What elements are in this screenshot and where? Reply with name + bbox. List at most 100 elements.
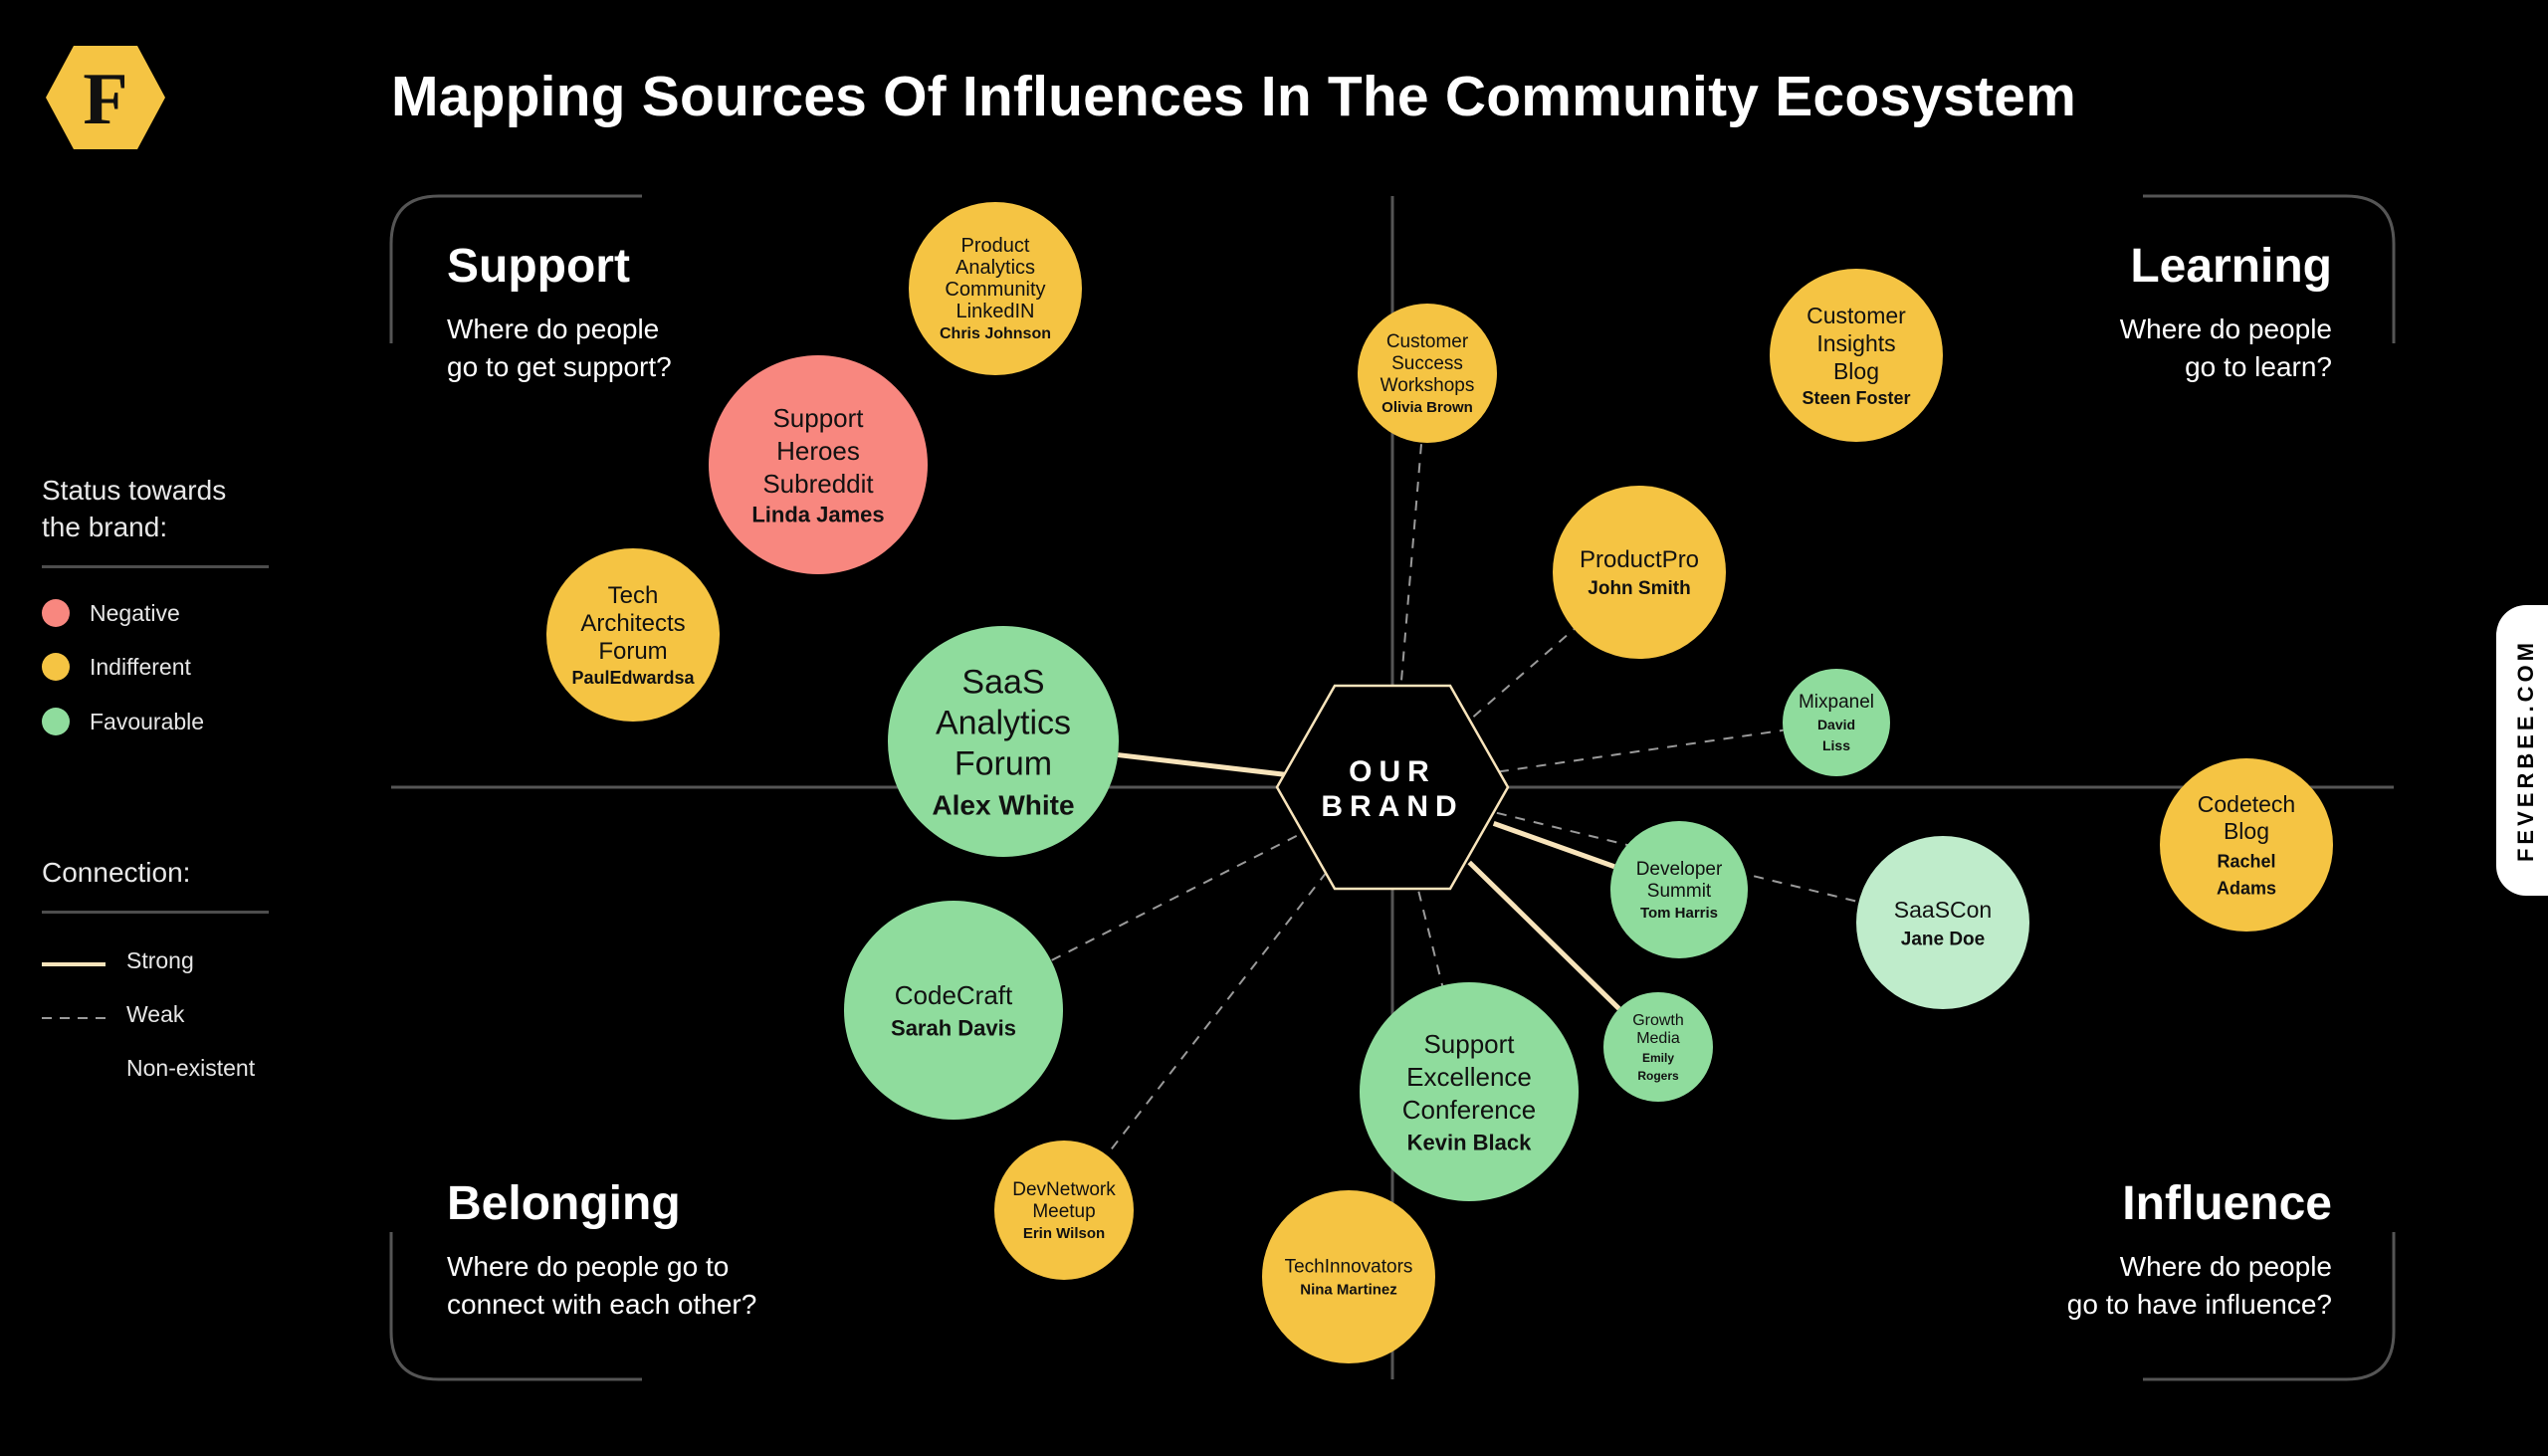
- connection-strong-growth-media: [1467, 860, 1621, 1011]
- connection-weak-mixpanel: [1498, 728, 1784, 773]
- quadrant-heading-belonging: Belonging: [447, 1177, 681, 1230]
- node-label: Community: [945, 279, 1045, 301]
- feverbee-side-tab[interactable]: FEVERBEE.COM: [2496, 605, 2548, 896]
- quadrant-sub-learning: Where do people go to learn?: [2119, 313, 2332, 382]
- node-person: Alex White: [932, 789, 1074, 820]
- node-label: Developer: [1636, 859, 1723, 880]
- node-label: ProductPro: [1580, 546, 1699, 573]
- legend-connection-title: Connection:: [42, 857, 191, 888]
- node-label: Codetech: [2198, 791, 2295, 817]
- negative-dot-icon: [42, 599, 70, 627]
- node-person: Nina Martinez: [1300, 1282, 1397, 1299]
- node-person: Rachel: [2217, 851, 2275, 871]
- node-circle-favourable: [1610, 821, 1748, 958]
- node-label: Mixpanel: [1799, 692, 1874, 713]
- node-circle-favourable: [1360, 982, 1579, 1201]
- node-label: Forum: [955, 744, 1052, 782]
- node-circle-favourable: [844, 901, 1063, 1120]
- node-circle-indifferent: [1553, 486, 1726, 659]
- node-circle-indifferent: [1358, 304, 1497, 443]
- node-label: Blog: [2224, 818, 2269, 844]
- node-person: Adams: [2217, 878, 2276, 898]
- node-label: CodeCraft: [895, 980, 1013, 1010]
- node-label: Heroes: [776, 436, 860, 466]
- corner-bracket-bottom-right: [2143, 1232, 2396, 1381]
- favourable-dot-icon: [42, 708, 70, 735]
- our-brand-hub: OUR BRAND: [1275, 684, 1510, 891]
- legend-status-favourable: Favourable: [90, 709, 205, 734]
- quadrant-sub-support: Where do people go to get support?: [447, 313, 672, 382]
- node-label: SaaS: [961, 663, 1044, 701]
- node-person: Rogers: [1637, 1069, 1679, 1083]
- legend-connection-strong: Strong: [126, 947, 194, 973]
- node-label: Analytics: [956, 257, 1035, 279]
- node-circle-indifferent: [1770, 269, 1943, 442]
- node-label: DevNetwork: [1012, 1179, 1116, 1200]
- connection-strong-developer-summit: [1492, 821, 1615, 870]
- connection-weak-support-excellence-conference: [1417, 891, 1444, 986]
- node-circle-favourable: [888, 626, 1119, 857]
- quadrant-sub-belonging: Where do people go to connect with each …: [447, 1251, 757, 1320]
- legend-status-negative: Negative: [90, 600, 180, 626]
- node-person: Kevin Black: [1407, 1131, 1532, 1155]
- node-circle-favourable: [1783, 669, 1890, 776]
- node-circle-indifferent: [1262, 1190, 1435, 1363]
- node-person: Liss: [1822, 737, 1850, 753]
- node-label: Summit: [1647, 881, 1712, 902]
- node-label: Success: [1391, 353, 1463, 374]
- node-person: Olivia Brown: [1381, 399, 1473, 416]
- node-label: Growth: [1632, 1012, 1684, 1029]
- node-label: Support: [772, 403, 864, 433]
- node-circle-indifferent: [909, 202, 1082, 375]
- our-brand-label-line2: BRAND: [1321, 790, 1463, 823]
- node-label: LinkedIN: [956, 301, 1035, 322]
- side-tab-label: FEVERBEE.COM: [2513, 638, 2538, 863]
- page-title: Mapping Sources Of Influences In The Com…: [391, 65, 2077, 128]
- node-person: John Smith: [1588, 578, 1690, 599]
- connection-weak-devnetwork-meetup: [1106, 871, 1328, 1156]
- quadrant-sub-influence: Where do people go to have influence?: [2066, 1251, 2332, 1320]
- node-circle-favourable: [1856, 836, 2029, 1009]
- node-label: Subreddit: [762, 469, 874, 499]
- our-brand-hexagon: [1275, 684, 1510, 891]
- connection-weak-saascon: [1496, 811, 1859, 904]
- node-person: Jane Doe: [1901, 929, 1985, 949]
- legend-status-indifferent: Indifferent: [90, 654, 191, 680]
- legend-divider: [42, 565, 269, 568]
- node-circle-negative: [709, 355, 928, 574]
- node-person: Tom Harris: [1640, 905, 1718, 922]
- node-person: Erin Wilson: [1023, 1225, 1105, 1242]
- node-person: David: [1817, 717, 1855, 732]
- legend-line-swatches: [42, 962, 106, 1019]
- node-label: Analytics: [936, 704, 1071, 741]
- node-circle-indifferent: [546, 548, 720, 722]
- logo-letter: F: [83, 59, 127, 140]
- node-circle-indifferent: [2160, 758, 2333, 932]
- legend-connection-none: Non-existent: [126, 1055, 256, 1081]
- node-person: Emily: [1642, 1051, 1674, 1065]
- node-label: Conference: [1402, 1095, 1536, 1125]
- quadrant-heading-learning: Learning: [2130, 240, 2332, 293]
- node-label: TechInnovators: [1285, 1257, 1413, 1278]
- node-label: Insights: [1816, 330, 1895, 356]
- legend-connection-weak: Weak: [126, 1001, 185, 1027]
- node-label: Tech: [608, 582, 659, 609]
- node-label: Excellence: [1406, 1062, 1532, 1092]
